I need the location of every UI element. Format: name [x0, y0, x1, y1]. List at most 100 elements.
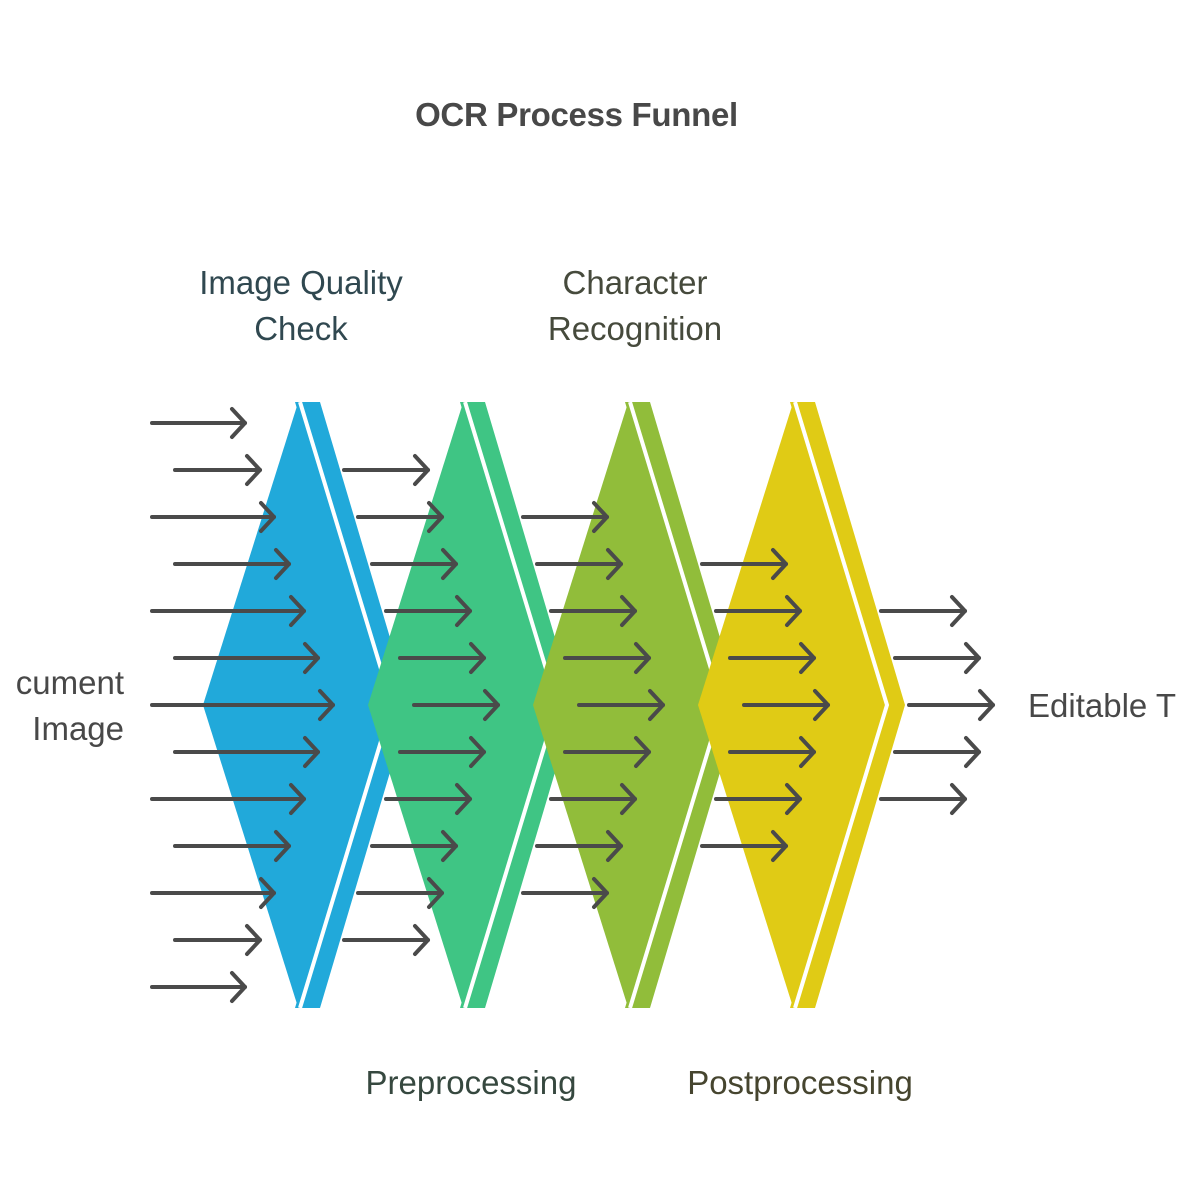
output-label: Editable T	[1028, 687, 1176, 724]
arrow-into-image-quality-check	[150, 595, 306, 627]
arrow-into-image-quality-check	[150, 501, 276, 533]
arrow-head-icon	[303, 736, 320, 768]
arrow-into-image-quality-check	[150, 971, 247, 1003]
arrow-head-icon	[259, 501, 276, 533]
arrow-into-preprocessing	[412, 689, 500, 721]
arrow-head-icon	[455, 783, 472, 815]
arrow-into-preprocessing	[356, 877, 444, 909]
arrow-into-image-quality-check	[173, 736, 320, 768]
arrow-head-icon	[950, 595, 967, 627]
arrow-into-image-quality-check	[173, 454, 262, 486]
arrow-head-icon	[469, 642, 486, 674]
arrow-head-icon	[230, 971, 247, 1003]
arrow-into-character-recognition	[521, 877, 609, 909]
arrow-into-postprocessing	[714, 595, 802, 627]
stage-label-line: Check	[254, 310, 348, 347]
arrow-into-image-quality-check	[173, 548, 291, 580]
arrow-head-icon	[813, 689, 830, 721]
arrow-into-image-quality-check	[150, 407, 247, 439]
arrow-into-postprocessing	[742, 689, 830, 721]
arrow-into-preprocessing	[356, 501, 444, 533]
arrow-into-preprocessing	[370, 548, 458, 580]
arrow-into-character-recognition	[535, 830, 623, 862]
arrow-into-preprocessing	[398, 736, 486, 768]
diagram-title: OCR Process Funnel	[415, 96, 738, 133]
arrow-head-icon	[592, 877, 609, 909]
arrow-head-icon	[441, 830, 458, 862]
arrow-head-icon	[318, 689, 335, 721]
arrow-head-icon	[799, 736, 816, 768]
stage-label-character-recognition: Character Recognition	[500, 260, 770, 352]
arrow-head-icon	[274, 830, 291, 862]
arrow-head-icon	[606, 830, 623, 862]
arrow-head-icon	[620, 783, 637, 815]
stage-postprocessing-separator	[793, 401, 890, 1009]
arrow-output	[893, 736, 981, 768]
stage-label-line: Recognition	[547, 310, 723, 347]
arrow-into-postprocessing	[700, 830, 788, 862]
arrow-head-icon	[606, 548, 623, 580]
arrow-head-icon	[634, 642, 651, 674]
arrow-into-image-quality-check	[150, 689, 335, 721]
arrow-head-icon	[259, 877, 276, 909]
arrow-into-image-quality-check	[173, 642, 320, 674]
arrow-into-preprocessing	[384, 783, 472, 815]
arrow-head-icon	[245, 454, 262, 486]
arrow-head-icon	[483, 689, 500, 721]
arrow-head-icon	[413, 454, 430, 486]
arrow-head-icon	[592, 501, 609, 533]
arrow-head-icon	[950, 783, 967, 815]
arrow-into-postprocessing	[728, 642, 816, 674]
arrow-into-preprocessing	[384, 595, 472, 627]
arrow-head-icon	[289, 783, 306, 815]
stage-label-line: Postprocessing	[687, 1064, 913, 1101]
flow-arrows	[150, 407, 995, 1003]
input-label: cument Image	[16, 660, 124, 752]
arrow-head-icon	[785, 595, 802, 627]
stage-label-preprocessing: Preprocessing	[330, 1060, 612, 1106]
arrow-head-icon	[427, 877, 444, 909]
arrow-into-postprocessing	[700, 548, 788, 580]
arrow-head-icon	[289, 595, 306, 627]
input-label-line-2: Image	[32, 710, 124, 747]
arrow-into-character-recognition	[549, 783, 637, 815]
arrow-into-preprocessing	[370, 830, 458, 862]
arrow-head-icon	[413, 924, 430, 956]
arrow-into-character-recognition	[577, 689, 665, 721]
arrow-into-image-quality-check	[150, 877, 276, 909]
arrow-head-icon	[620, 595, 637, 627]
stage-label-line: Character	[562, 264, 708, 301]
arrow-output	[879, 783, 967, 815]
stage-label-line: Image Quality	[199, 264, 403, 301]
arrow-into-character-recognition	[535, 548, 623, 580]
arrow-output	[907, 689, 995, 721]
arrow-head-icon	[771, 548, 788, 580]
arrow-head-icon	[648, 689, 665, 721]
arrow-into-preprocessing	[342, 924, 430, 956]
arrow-head-icon	[230, 407, 247, 439]
arrow-into-image-quality-check	[150, 783, 306, 815]
arrow-head-icon	[799, 642, 816, 674]
arrow-head-icon	[785, 783, 802, 815]
arrow-into-image-quality-check	[173, 830, 291, 862]
arrow-head-icon	[427, 501, 444, 533]
arrow-head-icon	[303, 642, 320, 674]
arrow-into-preprocessing	[398, 642, 486, 674]
arrow-into-character-recognition	[549, 595, 637, 627]
arrow-head-icon	[964, 736, 981, 768]
input-label-line-1: cument	[15, 664, 124, 701]
arrow-head-icon	[455, 595, 472, 627]
arrow-into-image-quality-check	[173, 924, 262, 956]
arrow-into-preprocessing	[342, 454, 430, 486]
arrow-head-icon	[245, 924, 262, 956]
arrow-head-icon	[771, 830, 788, 862]
arrow-head-icon	[964, 642, 981, 674]
arrow-head-icon	[978, 689, 995, 721]
arrow-head-icon	[634, 736, 651, 768]
arrow-head-icon	[441, 548, 458, 580]
arrow-into-character-recognition	[563, 736, 651, 768]
arrow-head-icon	[274, 548, 291, 580]
arrow-into-postprocessing	[728, 736, 816, 768]
arrow-into-postprocessing	[714, 783, 802, 815]
